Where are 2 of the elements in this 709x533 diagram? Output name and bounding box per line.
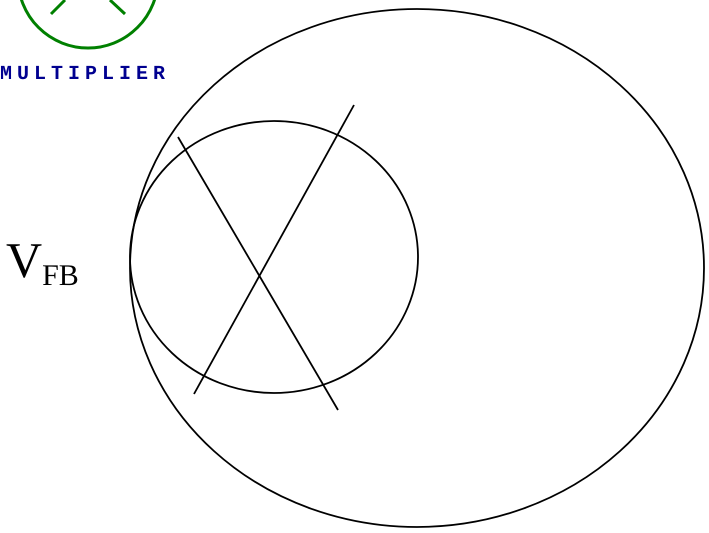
signal-label: V$_{FB}$ [6, 232, 79, 288]
component-label: MULTIPLIER [0, 64, 170, 86]
